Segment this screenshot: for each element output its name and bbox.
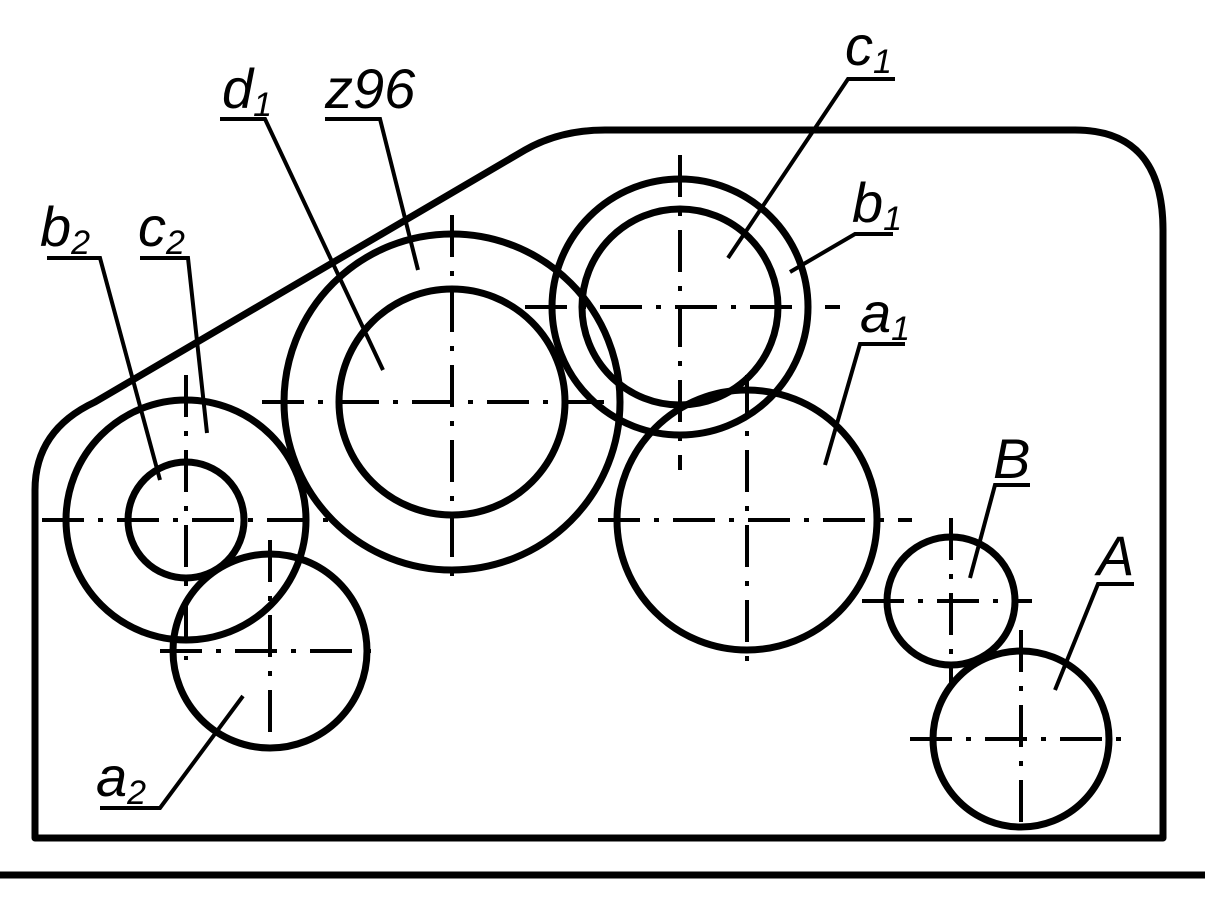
label-c2: c2 [138,195,185,262]
label-B: B [993,427,1030,490]
label-z96: z96 [324,57,416,120]
gear-a2 [160,540,385,760]
label-d1: d1 [222,57,272,124]
gear-b2-c2 [42,375,330,660]
gear-B [862,518,1032,685]
label-c1: c1 [845,14,892,81]
gear-a1 [598,375,912,665]
leader-z96 [325,117,420,271]
leader-A [1053,582,1134,691]
leader-d1 [220,117,385,371]
leader-B [968,483,1030,579]
gear-A [910,630,1132,845]
gear-c1-b1 [525,155,840,470]
label-b2: b2 [40,195,90,262]
label-A: A [1094,524,1134,587]
gear-z96-d1 [262,215,630,585]
leader-b1 [788,232,893,274]
label-a2: a2 [96,745,146,812]
label-b1: b1 [852,171,902,238]
housing-outline [31,126,1167,842]
leader-b2 [47,256,162,481]
leader-a2 [100,694,245,810]
label-a1: a1 [860,281,910,348]
leader-c1 [726,77,895,260]
leader-c2 [140,256,209,434]
leader-a1 [823,342,905,466]
